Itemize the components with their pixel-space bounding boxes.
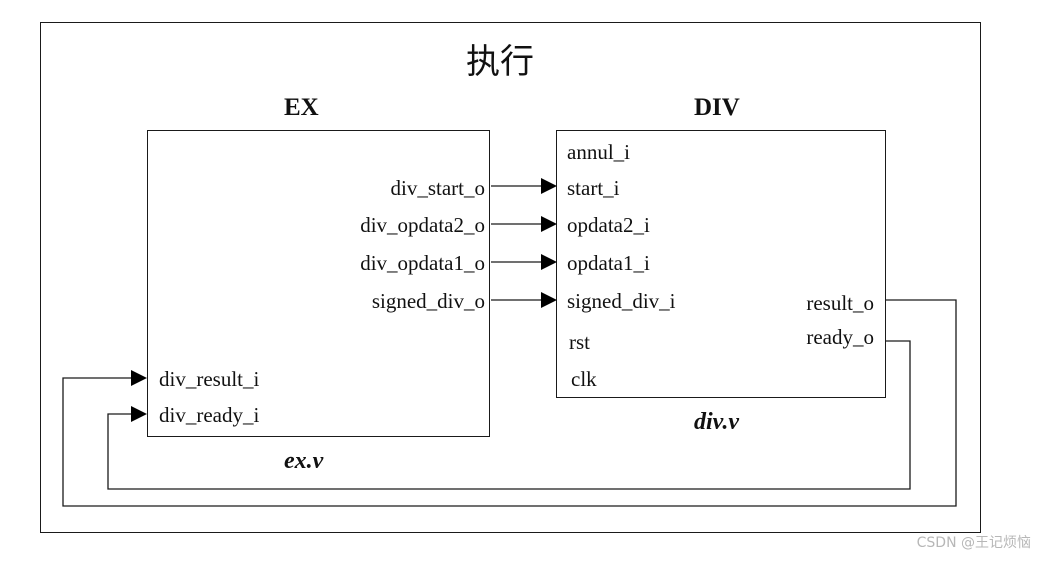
ex-port-div-opdata1-o: div_opdata1_o — [360, 251, 485, 275]
arrowhead-start-i — [541, 178, 557, 194]
arrowhead-signed-div-i — [541, 292, 557, 308]
div-module-file: div.v — [694, 409, 740, 435]
div-module-box — [556, 130, 886, 398]
arrowhead-opdata1-i — [541, 254, 557, 270]
watermark-text: CSDN @王记烦恼 — [916, 535, 1031, 551]
div-port-ready-o: ready_o — [806, 325, 874, 349]
ex-port-signed-div-o: signed_div_o — [371, 289, 485, 313]
div-port-clk: clk — [571, 367, 597, 391]
div-port-start-i: start_i — [567, 176, 620, 200]
div-port-signed-div-i: signed_div_i — [567, 289, 676, 313]
ex-module-file: ex.v — [284, 448, 324, 474]
diagram-title: 执行 — [466, 42, 534, 82]
diagram-frame — [40, 22, 981, 533]
ex-port-div-opdata2-o: div_opdata2_o — [360, 213, 485, 237]
div-port-opdata1-i: opdata1_i — [567, 251, 650, 275]
ex-port-div-result-i: div_result_i — [159, 367, 260, 391]
ex-port-div-ready-i: div_ready_i — [159, 403, 260, 427]
arrowhead-div-ready-i — [131, 406, 147, 422]
div-port-result-o: result_o — [806, 291, 874, 315]
ex-port-div-start-o: div_start_o — [390, 176, 486, 200]
arrowhead-div-result-i — [131, 370, 147, 386]
ex-module-name: EX — [284, 94, 319, 121]
ex-module-box — [147, 130, 490, 437]
div-port-rst: rst — [569, 330, 590, 354]
wire-div-result — [62, 299, 957, 507]
div-port-annul-i: annul_i — [567, 140, 630, 164]
div-module-name: DIV — [694, 94, 740, 121]
div-port-opdata2-i: opdata2_i — [567, 213, 650, 237]
wire-div-ready — [107, 340, 911, 490]
arrowhead-opdata2-i — [541, 216, 557, 232]
